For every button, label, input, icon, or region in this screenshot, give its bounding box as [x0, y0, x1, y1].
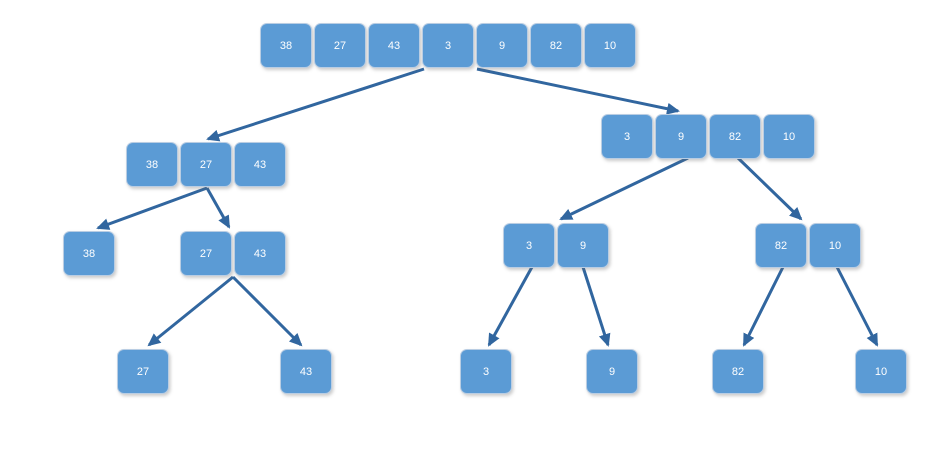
- array-cell: 9: [655, 114, 707, 159]
- array-node-l4-10: 10: [855, 349, 907, 394]
- array-cell: 27: [180, 231, 232, 276]
- array-cell: 10: [763, 114, 815, 159]
- array-cell: 9: [476, 23, 528, 68]
- split-arrow-l3-3-9-to-l4-9: [581, 266, 611, 347]
- array-cell: 38: [63, 231, 115, 276]
- array-cell: 38: [126, 142, 178, 187]
- array-node-l3-38: 38: [63, 231, 115, 276]
- split-arrow-l2-left-to-l3-38: [96, 186, 208, 230]
- split-arrow-l3-27-43-to-l4-43: [231, 275, 303, 347]
- array-cell: 10: [584, 23, 636, 68]
- array-cell: 27: [180, 142, 232, 187]
- array-cell: 3: [422, 23, 474, 68]
- array-cell: 82: [530, 23, 582, 68]
- split-arrow-l3-82-10-to-l4-10: [835, 266, 879, 347]
- array-cell: 9: [586, 349, 638, 394]
- split-arrow-l3-3-9-to-l4-3: [487, 266, 534, 347]
- array-cell: 82: [712, 349, 764, 394]
- array-cell: 43: [368, 23, 420, 68]
- array-cell: 43: [234, 231, 286, 276]
- split-arrow-root-to-l2-right: [476, 67, 680, 115]
- array-cell: 43: [280, 349, 332, 394]
- split-arrow-root-to-l2-left: [206, 67, 425, 142]
- array-cell: 27: [314, 23, 366, 68]
- array-cell: 38: [260, 23, 312, 68]
- array-node-l4-82: 82: [712, 349, 764, 394]
- array-cell: 3: [503, 223, 555, 268]
- array-cell: 82: [755, 223, 807, 268]
- split-arrow-l2-left-to-l3-27-43: [205, 187, 231, 229]
- array-cell: 3: [460, 349, 512, 394]
- array-cell: 9: [557, 223, 609, 268]
- array-node-l4-9: 9: [586, 349, 638, 394]
- array-cell: 43: [234, 142, 286, 187]
- array-cell: 10: [809, 223, 861, 268]
- array-cell: 82: [709, 114, 761, 159]
- array-node-l4-3: 3: [460, 349, 512, 394]
- array-cell: 27: [117, 349, 169, 394]
- split-arrow-l3-82-10-to-l4-82: [742, 266, 785, 347]
- array-cell: 3: [601, 114, 653, 159]
- array-node-l4-27: 27: [117, 349, 169, 394]
- array-cell: 10: [855, 349, 907, 394]
- split-arrow-l2-right-to-l3-3-9: [559, 156, 689, 221]
- split-arrow-l2-right-to-l3-82-10: [736, 156, 803, 221]
- split-arrow-l3-27-43-to-l4-27: [147, 275, 234, 347]
- array-node-l4-43: 43: [280, 349, 332, 394]
